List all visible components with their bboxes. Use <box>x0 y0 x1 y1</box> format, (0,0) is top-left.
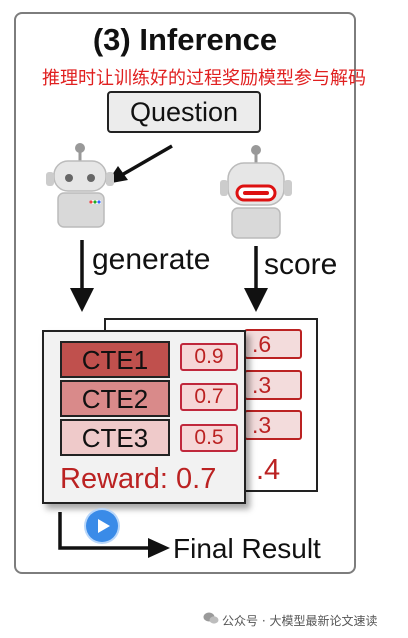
cte-step-3: CTE3 <box>60 419 170 456</box>
back-score-1: .6 <box>244 329 302 359</box>
question-box: Question <box>107 91 261 133</box>
generate-label: generate <box>92 243 211 276</box>
panel-title: (3) Inference <box>92 22 278 57</box>
cte-step-2: CTE2 <box>60 380 170 417</box>
score-label: score <box>264 248 338 281</box>
score-arrow <box>244 246 268 312</box>
generate-arrow <box>70 240 94 312</box>
step-score-1: 0.9 <box>180 343 238 371</box>
panel-subtitle: 推理时让训练好的过程奖励模型参与解码 <box>42 68 366 89</box>
final-result-arrow <box>58 512 170 558</box>
arrow-question-to-generator <box>106 144 173 184</box>
watermark-text: 公众号 · 大模型最新论文速读 <box>222 614 378 628</box>
back-score-2: .3 <box>244 370 302 400</box>
back-score-3: .3 <box>244 410 302 440</box>
step-score-3: 0.5 <box>180 424 238 452</box>
cte-step-1: CTE1 <box>60 341 170 378</box>
generator-robot-icon <box>46 143 114 228</box>
step-score-2: 0.7 <box>180 383 238 411</box>
play-icon <box>86 510 118 542</box>
reward-value: Reward: 0.7 <box>60 463 217 495</box>
wechat-icon <box>203 612 219 624</box>
final-result-label: Final Result <box>173 533 321 564</box>
back-reward: .4 <box>256 454 281 486</box>
scorer-robot-icon <box>220 145 292 239</box>
